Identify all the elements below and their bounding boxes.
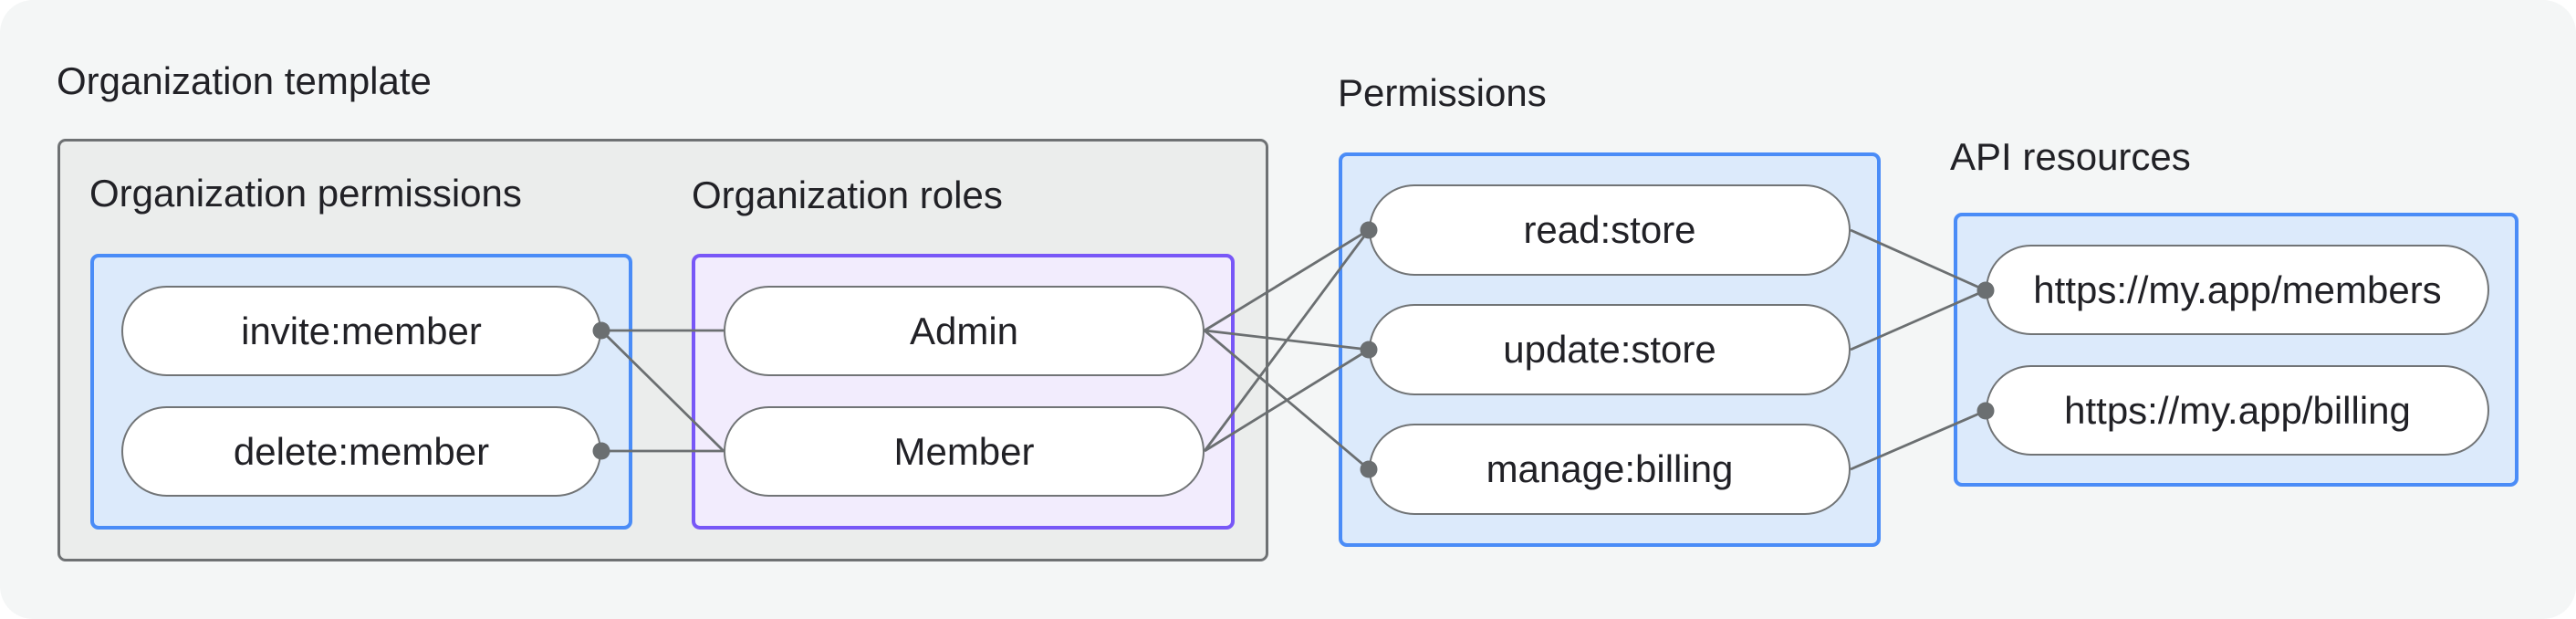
org-template-label: Organization template (57, 59, 432, 102)
permissions-label: Permissions (1338, 71, 1547, 114)
org-permissions-label: Organization permissions (89, 172, 522, 215)
node-delete-member: delete:member (121, 406, 601, 497)
node-api-members: https://my.app/members (1986, 245, 2489, 335)
node-admin-role: Admin (724, 286, 1205, 376)
node-manage-billing: manage:billing (1369, 424, 1851, 515)
api-resources-label: API resources (1950, 135, 2191, 178)
node-read-store: read:store (1369, 184, 1851, 276)
node-update-store: update:store (1369, 304, 1851, 395)
org-roles-label: Organization roles (692, 173, 1003, 216)
node-member-role: Member (724, 406, 1205, 497)
node-api-billing: https://my.app/billing (1986, 365, 2489, 456)
node-invite-member: invite:member (121, 286, 601, 376)
